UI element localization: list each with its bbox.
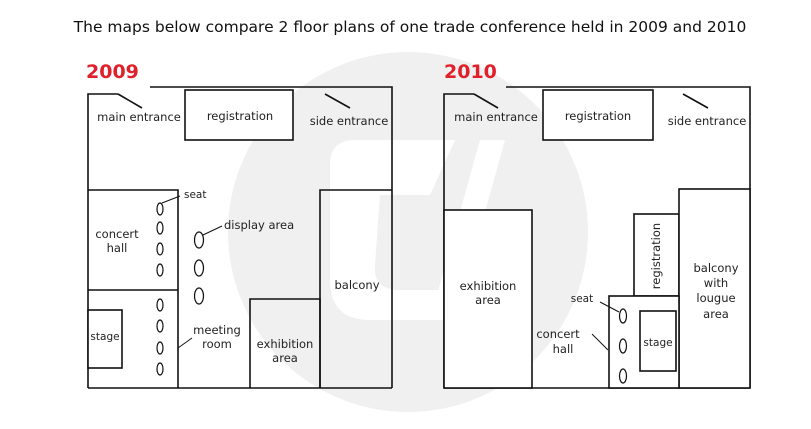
exhibition-label-2010-2: area bbox=[475, 293, 501, 307]
plan-2010: registration main entrance side entrance… bbox=[443, 86, 751, 389]
side-entrance-label-2010: side entrance bbox=[668, 114, 747, 128]
display-pointer-2009 bbox=[202, 225, 223, 236]
concert-hall-label-2010-1: concert bbox=[536, 327, 580, 341]
balcony-label-2009: balcony bbox=[335, 278, 380, 292]
seat-icon bbox=[156, 341, 164, 355]
stage-box-2010 bbox=[639, 310, 677, 372]
concert-hall-label-2009-2: hall bbox=[107, 241, 128, 255]
exhibition-label-2010-1: exhibition bbox=[460, 279, 517, 293]
concert-hall-label-2009-1: concert bbox=[95, 227, 139, 241]
registration-vertical-box-2010 bbox=[633, 213, 680, 297]
meeting-pointer-2009 bbox=[177, 337, 193, 349]
exhibition-label-2009-2: area bbox=[272, 351, 298, 365]
plan-2009: registration main entrance side entrance… bbox=[87, 86, 393, 389]
stage-box-2009 bbox=[87, 309, 123, 369]
balcony-box-2010 bbox=[678, 188, 751, 389]
display-area-label-2009: display area bbox=[224, 218, 294, 232]
meeting-room-label-2009-1: meeting bbox=[193, 323, 241, 337]
stage-label-2009: stage bbox=[90, 331, 119, 343]
registration-vertical-label-2010: registration bbox=[649, 223, 663, 289]
meeting-room-label-2009-2: room bbox=[202, 337, 232, 351]
seat-icon bbox=[156, 242, 164, 256]
side-entrance-door-2009 bbox=[324, 93, 351, 109]
seat-pointer-2010 bbox=[599, 301, 620, 313]
seat-icon bbox=[156, 202, 164, 216]
seat-icon bbox=[156, 221, 164, 235]
main-entrance-door-2010 bbox=[473, 93, 499, 109]
stage-label-2010: stage bbox=[643, 337, 672, 349]
balcony-label-2010-3: lougue bbox=[696, 291, 735, 305]
concert-hall-wall-2009 bbox=[88, 189, 179, 388]
balcony-label-2010-1: balcony bbox=[694, 261, 739, 275]
seat-label-2010: seat bbox=[571, 293, 593, 305]
exhibition-box-2010 bbox=[443, 209, 533, 389]
seat-icon bbox=[156, 298, 164, 312]
display-icon bbox=[193, 287, 205, 305]
side-entrance-door-2010 bbox=[682, 93, 709, 109]
concert-hall-label-2010-2: hall bbox=[553, 342, 574, 356]
display-icon bbox=[193, 259, 205, 277]
main-entrance-label-2010: main entrance bbox=[454, 110, 538, 124]
seat-label-2009: seat bbox=[184, 189, 206, 201]
registration-box-2009 bbox=[184, 89, 294, 141]
seat-icon bbox=[618, 368, 628, 384]
exhibition-label-2009-1: exhibition bbox=[257, 337, 314, 351]
year-2009-label: 2009 bbox=[86, 61, 139, 83]
registration-label-2009: registration bbox=[207, 109, 273, 123]
seat-icon bbox=[618, 338, 628, 354]
seat-icon bbox=[156, 263, 164, 277]
registration-box-2010 bbox=[542, 89, 654, 141]
display-icon bbox=[193, 231, 205, 249]
balcony-box-2009 bbox=[319, 189, 392, 388]
seat-icon bbox=[618, 308, 628, 324]
seat-icon bbox=[156, 319, 164, 333]
balcony-label-2010-4: area bbox=[703, 307, 729, 321]
side-entrance-label-2009: side entrance bbox=[310, 114, 389, 128]
main-entrance-label-2009: main entrance bbox=[97, 110, 181, 124]
registration-label-2010: registration bbox=[565, 109, 631, 123]
page-title: The maps below compare 2 floor plans of … bbox=[73, 18, 747, 36]
balcony-label-2010-2: with bbox=[704, 276, 728, 290]
wall-top-right-2009 bbox=[150, 86, 393, 388]
seat-icon bbox=[156, 362, 164, 376]
concert-hall-pointer-2010 bbox=[591, 333, 609, 351]
main-entrance-door-2009 bbox=[117, 93, 143, 109]
year-2010-label: 2010 bbox=[444, 61, 497, 83]
seat-pointer-2009 bbox=[161, 195, 181, 204]
